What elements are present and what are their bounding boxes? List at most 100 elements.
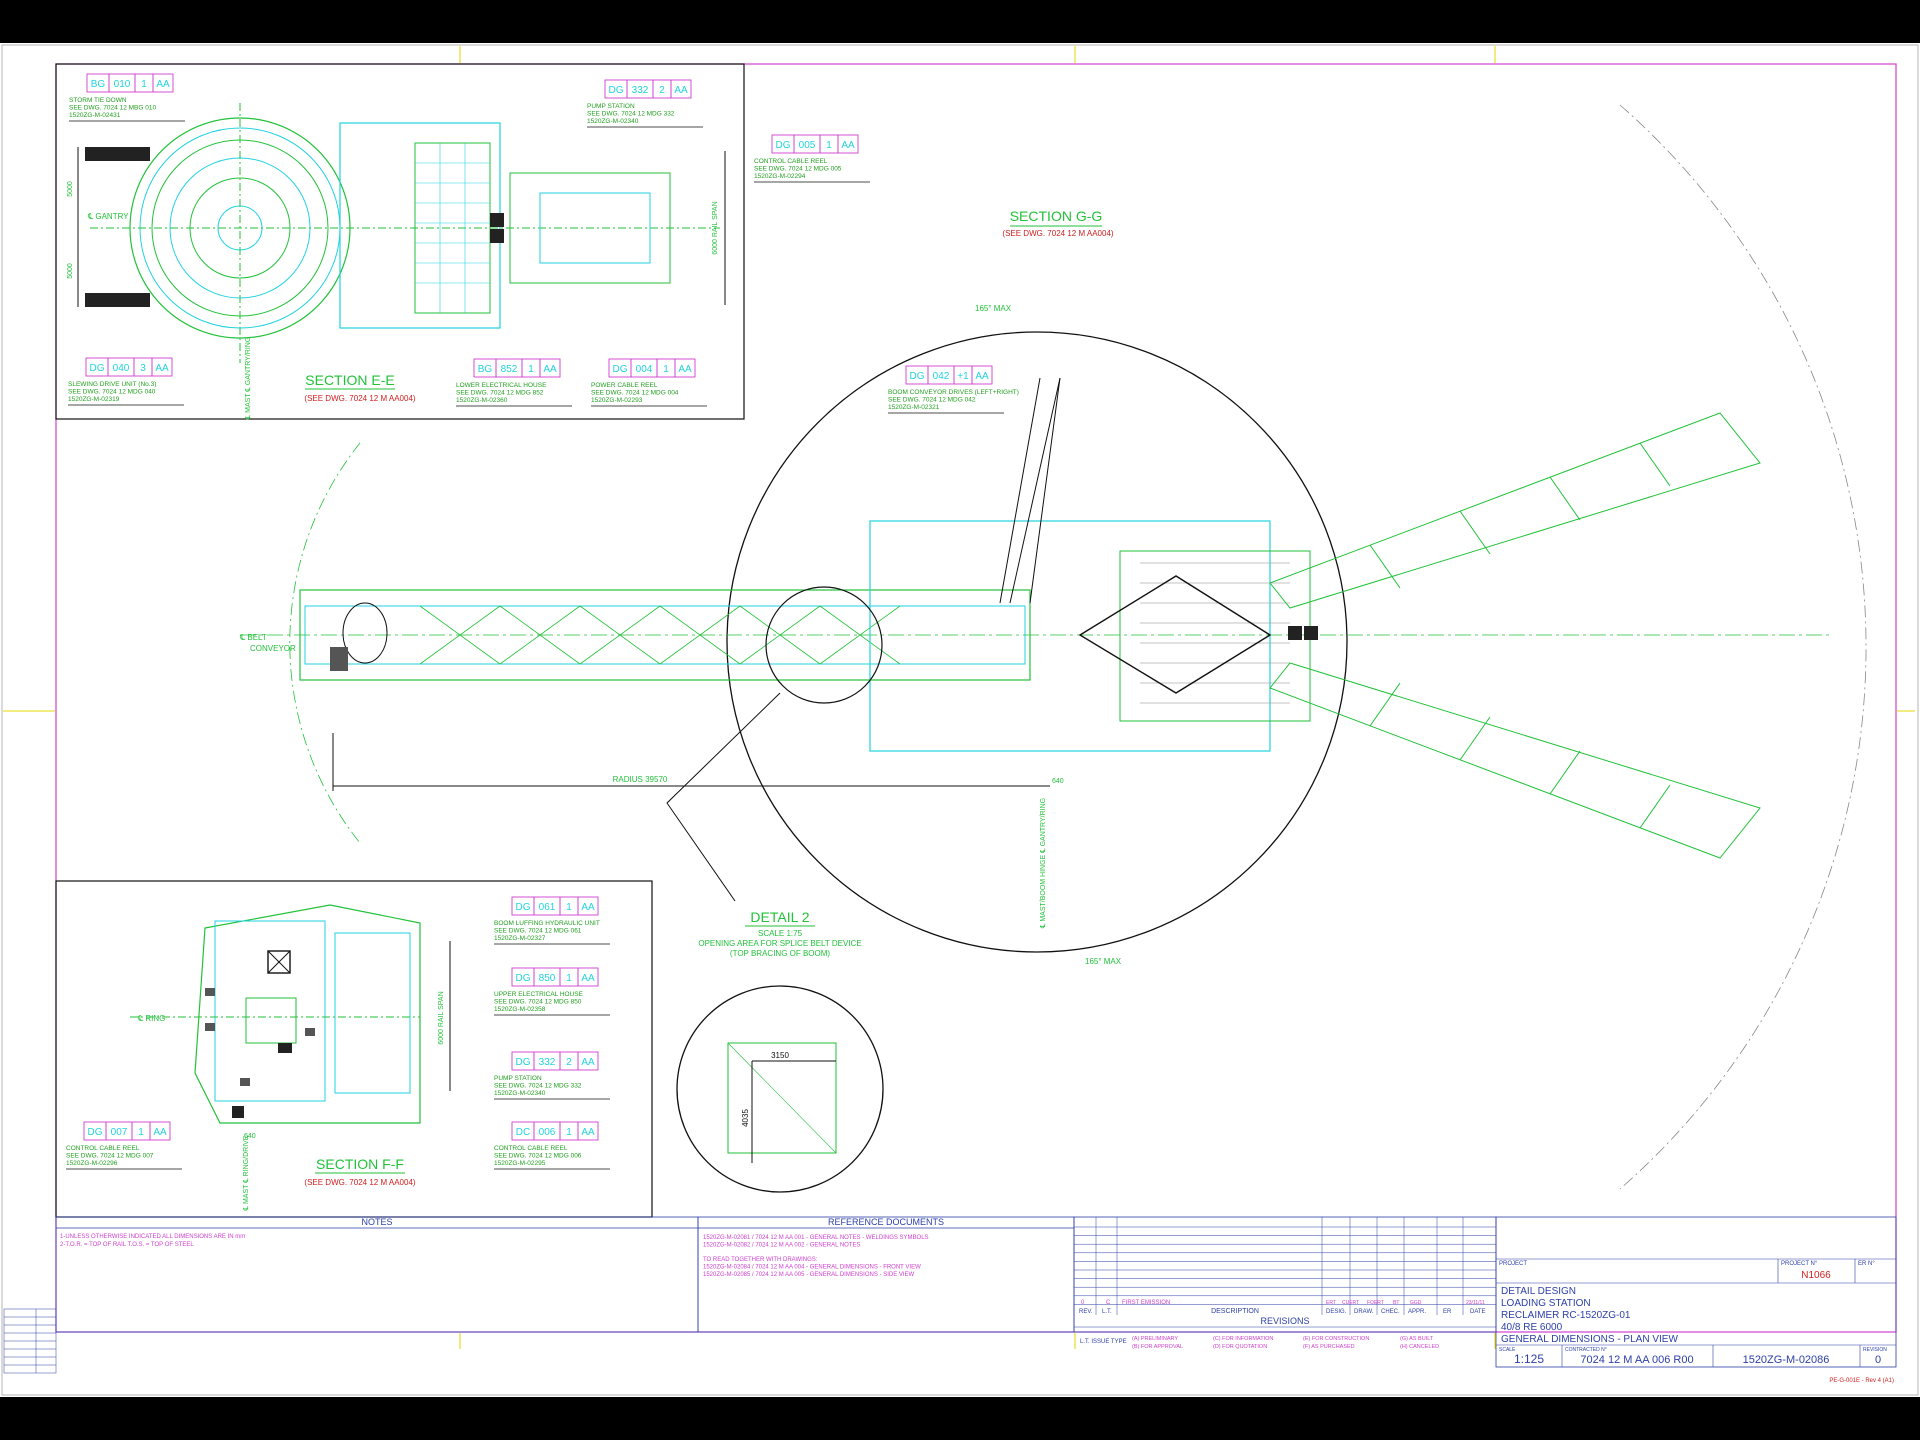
revision-label: REVISION: [1863, 1347, 1887, 1353]
tag-code-cell: AA: [581, 973, 595, 984]
tag-description-line: SEE DWG. 7024 12 MDG 004: [591, 390, 679, 397]
frame-ticks: [3, 46, 1915, 1349]
tag-description-line: BOOM LUFFING HYDRAULIC UNIT: [494, 920, 600, 927]
tag-code-cell: 2: [566, 1057, 572, 1068]
tag-code-cell: AA: [581, 902, 595, 913]
detail-2-scale: SCALE 1:75: [758, 929, 803, 938]
tag-code-cell: 1: [663, 364, 669, 375]
section-e-e-ref: (SEE DWG. 7024 12 M AA004): [304, 394, 415, 403]
tag-code-cell: 1: [138, 1127, 144, 1138]
tag-description-line: SEE DWG. 7024 12 MDG 005: [754, 166, 842, 173]
tag-description-line: 1520ZG-M-02321: [888, 404, 940, 411]
issue-type: (B) FOR APPROVAL: [1132, 1344, 1183, 1350]
rev-col-lt: L.T.: [1102, 1309, 1112, 1315]
reference-line: TO READ TOGETHER WITH DRAWINGS:: [703, 1257, 818, 1263]
belt-label: ℄ BELT: [239, 633, 267, 642]
tag-description-line: SEE DWG. 7024 12 MDG 006: [494, 1153, 582, 1160]
drawing-number: 1520ZG-M-02086: [1743, 1354, 1830, 1366]
tag-code-cell: 005: [799, 140, 816, 151]
tag-description-line: PUMP STATION: [587, 103, 635, 110]
drawing-sheet: 6000 RAIL SPAN 5000 5000 ℄ GANTRY ℄ MAST…: [0, 43, 1920, 1397]
detail-2-line1: OPENING AREA FOR SPLICE BELT DEVICE: [698, 939, 861, 948]
er-label: ER N°: [1858, 1261, 1875, 1267]
tag-code-cell: AA: [581, 1057, 595, 1068]
mast-gantry-label: ℄ MAST/BOOM HINGE ℄ GANTRY/RING: [1040, 798, 1047, 929]
tag-code-cell: 3: [140, 363, 146, 374]
rev-col-appr: APPR.: [1408, 1309, 1426, 1315]
title-block: PROJECT PROJECT N° N1066 ER N° DETAIL DE…: [1495, 1216, 1897, 1384]
section-g-g-title: SECTION G-G: [1010, 208, 1103, 224]
rev-row-date: 23/11/11: [1466, 1300, 1485, 1306]
project-no: N1066: [1801, 1270, 1831, 1281]
scale-value: 1:125: [1514, 1352, 1544, 1366]
rev-col-date: DATE: [1470, 1309, 1486, 1315]
tag-code-cell: DC: [516, 1127, 530, 1138]
rail-span-ff-label: 6000 RAIL SPAN: [438, 991, 445, 1044]
issue-type: (E) FOR CONSTRUCTION: [1303, 1336, 1369, 1342]
issue-type: (F) AS PURCHASED: [1303, 1344, 1355, 1350]
tag-code-cell: AA: [581, 1127, 595, 1138]
max-angle-top: 165° MAX: [975, 304, 1012, 313]
gantry-label: ℄ GANTRY: [87, 212, 129, 221]
tag-description-line: POWER CABLE REEL: [591, 382, 658, 389]
tag-code-cell: AA: [841, 140, 855, 151]
tag-description-line: CONTROL CABLE REEL: [494, 1145, 568, 1152]
tag-description-line: 1520ZG-M-02327: [494, 935, 546, 942]
tag-code-cell: AA: [156, 79, 170, 90]
issue-type: (G) AS BUILT: [1400, 1336, 1434, 1342]
reference-header: REFERENCE DOCUMENTS: [828, 1217, 944, 1227]
tag-code-cell: 040: [113, 363, 130, 374]
detail-dim-3150: 3150: [771, 1051, 789, 1060]
tag-description-line: 1520ZG-M-02294: [754, 173, 806, 180]
section-f-f-ref: (SEE DWG. 7024 12 M AA004): [304, 1178, 415, 1187]
tag-code-cell: DG: [609, 85, 624, 96]
tag-code-cell: DG: [90, 363, 105, 374]
scale-label: SCALE: [1499, 1347, 1516, 1353]
tag-code-cell: DG: [516, 902, 531, 913]
detail-2: DETAIL 2 SCALE 1:75 OPENING AREA FOR SPL…: [676, 909, 884, 1193]
tag-description-line: 1520ZG-M-02293: [591, 397, 643, 404]
ring-label: ℄ RING: [137, 1014, 165, 1023]
rev-row-check: FOERT: [1367, 1300, 1384, 1306]
tag-description-line: 1520ZG-M-02296: [66, 1160, 118, 1167]
mast-ee-label: ℄ MAST ℄ GANTRY/RING: [245, 337, 252, 421]
tag-code-cell: 007: [111, 1127, 128, 1138]
tag-code-cell: AA: [674, 85, 688, 96]
tag-code-cell: 1: [566, 902, 572, 913]
notes-block: NOTES 1-UNLESS OTHERWISE INDICATED ALL D…: [55, 1216, 699, 1333]
tag-code-cell: 1: [566, 973, 572, 984]
tag-code-cell: DG: [776, 140, 791, 151]
tag-description-line: SEE DWG. 7024 12 MDG 061: [494, 928, 582, 935]
tag-code-cell: 010: [114, 79, 131, 90]
tag-description-line: UPPER ELECTRICAL HOUSE: [494, 991, 584, 998]
rev-row-desig: ERT: [1326, 1300, 1336, 1306]
tag-code-cell: 852: [501, 364, 518, 375]
rail-span-ee-label: 6000 RAIL SPAN: [712, 201, 719, 254]
tag-description-line: CONTROL CABLE REEL: [754, 158, 828, 165]
project-label: PROJECT: [1499, 1261, 1527, 1267]
tag-description-line: SEE DWG. 7024 12 MDG 852: [456, 390, 544, 397]
section-e-e-title: SECTION E-E: [305, 372, 394, 388]
revisions-block: REV. L.T. DESCRIPTION DESIG. DRAW. CHEC.…: [1073, 1216, 1497, 1350]
tag-description-line: LOWER ELECTRICAL HOUSE: [456, 382, 547, 389]
tag-code-cell: 2: [659, 85, 665, 96]
tag-code-cell: 061: [539, 902, 556, 913]
issue-type: (H) CANCELED: [1400, 1344, 1439, 1350]
sheet-border: [1, 44, 1919, 1396]
section-f-f-title: SECTION F-F: [316, 1156, 404, 1172]
plan-view: RADIUS 39570 640 ℄ MAST/BOOM HINGE ℄ GAN…: [239, 104, 1867, 1190]
dim-5000-b: 5000: [67, 263, 74, 279]
rev-row-desc: FIRST EMISSION: [1122, 1300, 1170, 1306]
rev-row-appr: BT: [1393, 1300, 1399, 1306]
rev-row-er: GGD: [1410, 1300, 1422, 1306]
detail-dim-4035: 4035: [741, 1109, 750, 1127]
